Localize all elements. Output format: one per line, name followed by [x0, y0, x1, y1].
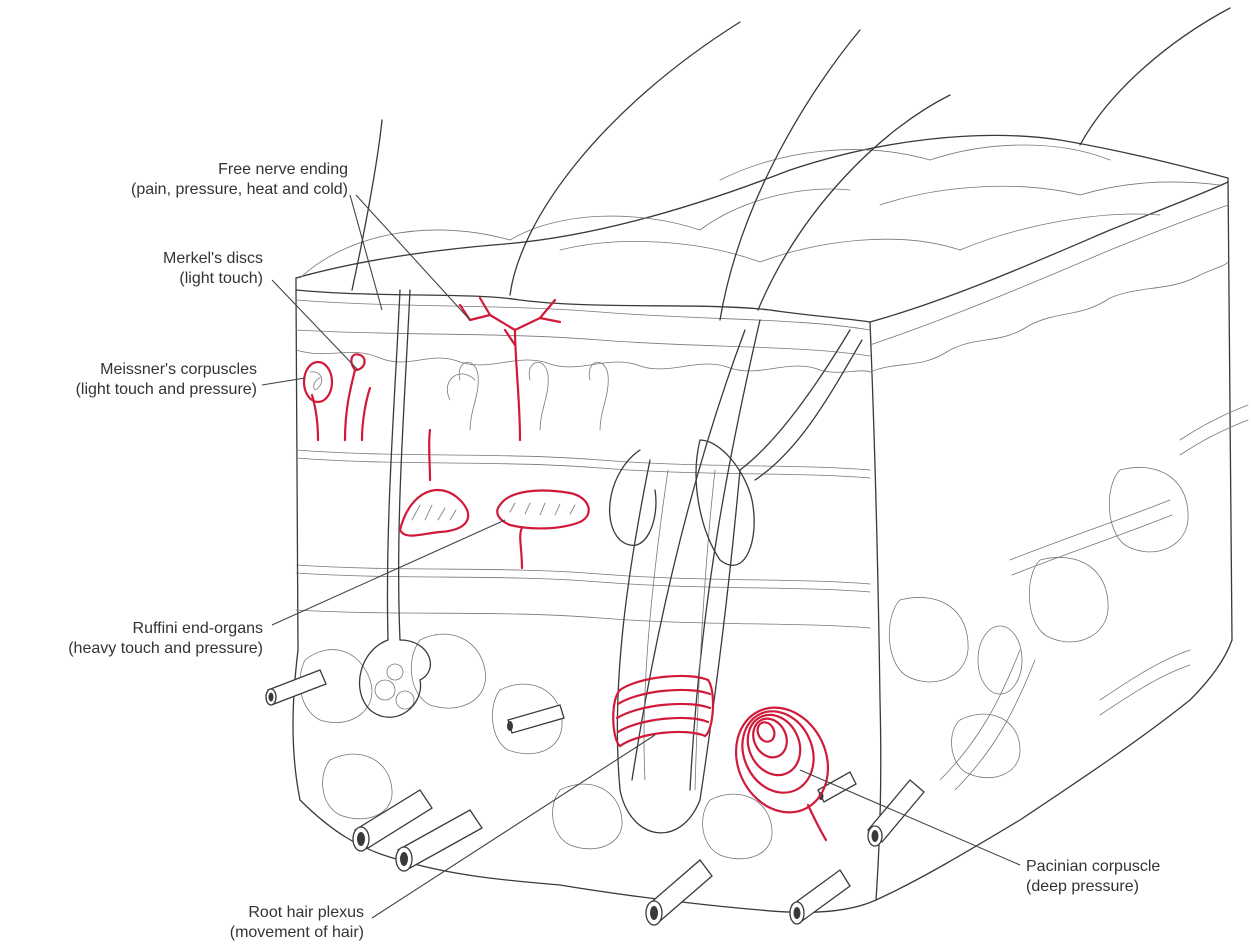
free-nerve-ending-receptor — [460, 298, 560, 440]
leader-free-nerve-ending-a — [350, 195, 382, 310]
blood-vessels — [266, 405, 1248, 925]
leader-free-nerve-ending-b — [356, 195, 470, 320]
label-free-nerve-ending-name: Free nerve ending — [131, 160, 348, 180]
label-pacinian-corpuscle: Pacinian corpuscle (deep pressure) — [1026, 857, 1160, 897]
label-ruffini-end-organs-detail: (heavy touch and pressure) — [68, 639, 263, 659]
ruffini-end-organ-receptors — [400, 430, 589, 568]
label-pacinian-corpuscle-name: Pacinian corpuscle — [1026, 857, 1160, 877]
hairs — [352, 8, 1230, 790]
sweat-gland — [360, 290, 431, 717]
label-meissners-corpuscles-name: Meissner's corpuscles — [76, 360, 257, 380]
label-pacinian-corpuscle-detail: (deep pressure) — [1026, 877, 1160, 897]
label-ruffini-end-organs: Ruffini end-organs (heavy touch and pres… — [68, 619, 263, 659]
label-ruffini-end-organs-name: Ruffini end-organs — [68, 619, 263, 639]
label-meissners-corpuscles: Meissner's corpuscles (light touch and p… — [76, 360, 257, 400]
label-root-hair-plexus: Root hair plexus (movement of hair) — [230, 903, 364, 943]
pacinian-corpuscle-receptor — [719, 692, 844, 840]
label-root-hair-plexus-detail: (movement of hair) — [230, 923, 364, 943]
leader-root-hair-plexus — [372, 735, 655, 918]
label-root-hair-plexus-name: Root hair plexus — [230, 903, 364, 923]
skin-layers — [296, 205, 1228, 628]
label-merkels-discs-name: Merkel's discs — [163, 249, 263, 269]
merkels-disc-receptor — [345, 354, 370, 440]
dermal-papillae — [447, 362, 608, 430]
label-free-nerve-ending: Free nerve ending (pain, pressure, heat … — [131, 160, 348, 200]
meissners-corpuscle-receptor — [304, 362, 332, 440]
fat-lobules — [300, 467, 1188, 858]
label-merkels-discs-detail: (light touch) — [163, 269, 263, 289]
epidermal-surface-bumps — [300, 145, 1220, 278]
label-merkels-discs: Merkel's discs (light touch) — [163, 249, 263, 289]
label-meissners-corpuscles-detail: (light touch and pressure) — [76, 380, 257, 400]
leader-meissners-corpuscles — [262, 378, 305, 385]
label-free-nerve-ending-detail: (pain, pressure, heat and cold) — [131, 180, 348, 200]
skin-block-outline — [293, 135, 1232, 912]
